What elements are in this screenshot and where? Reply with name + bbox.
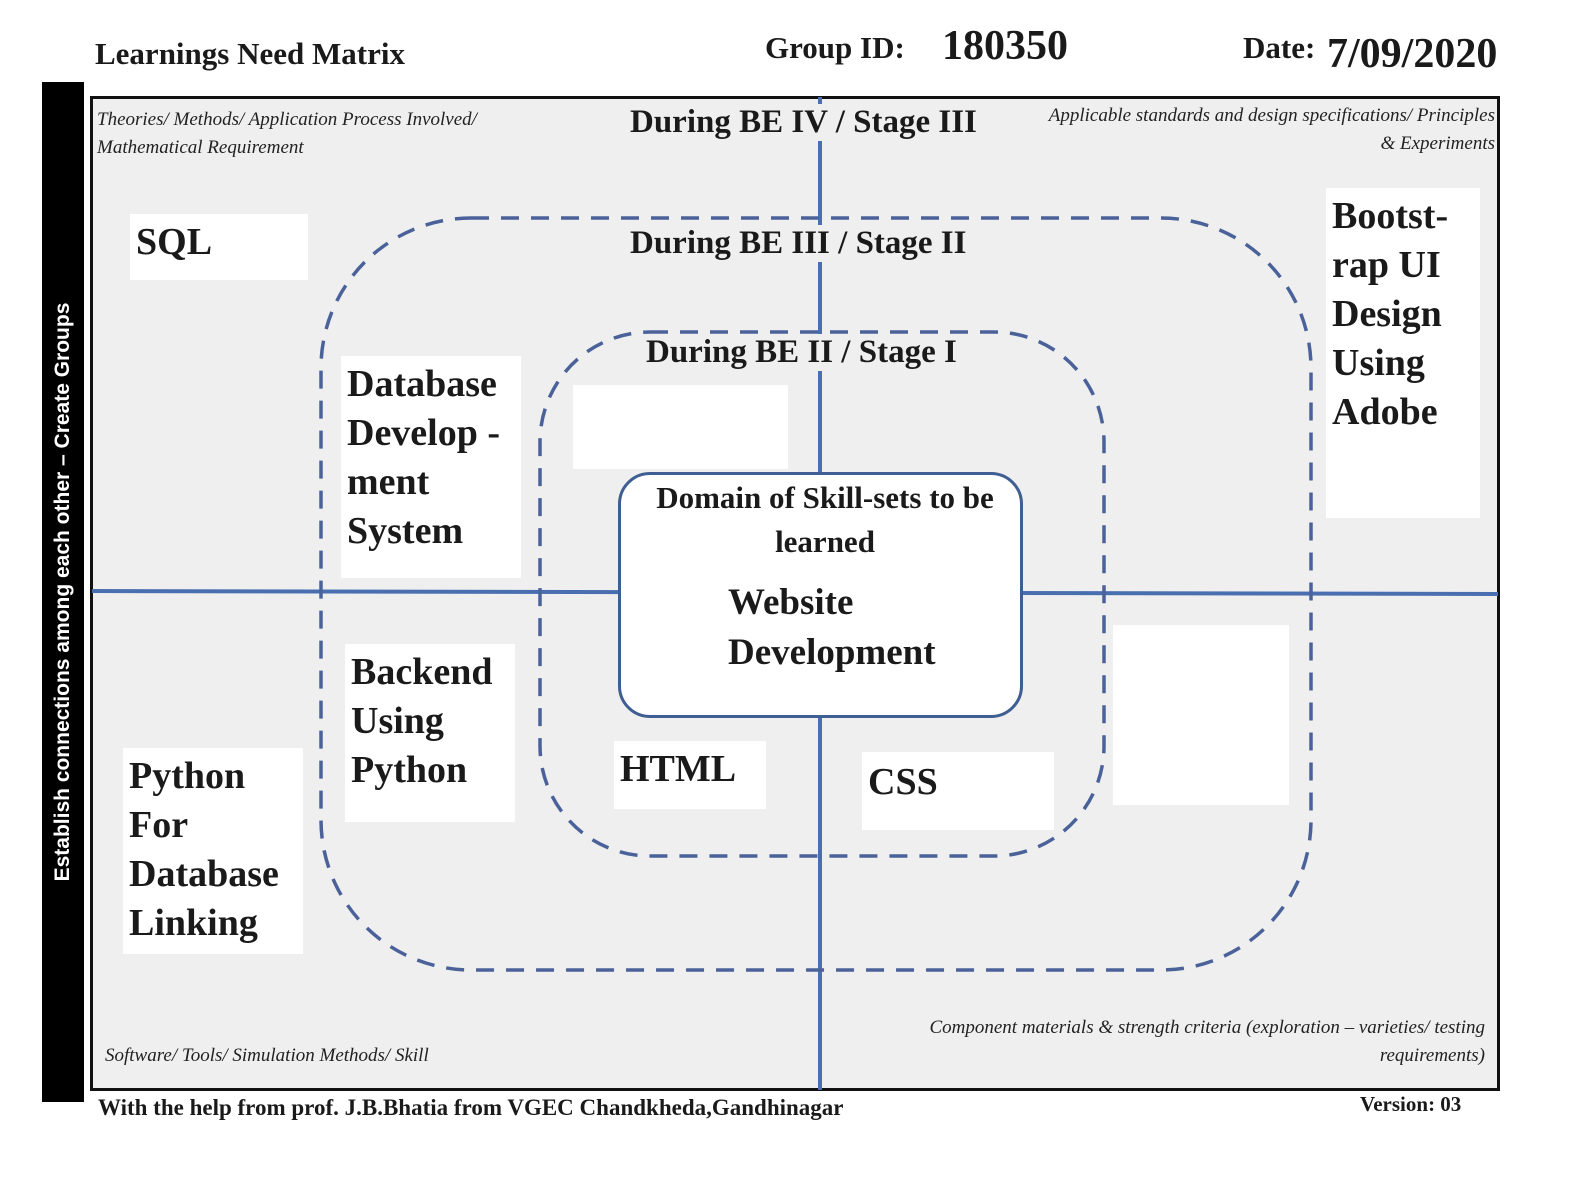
note-top-right: Applicable standards and design specific… bbox=[1048, 105, 1495, 154]
center-domain-box bbox=[618, 472, 1023, 718]
note-top-left: Theories/ Methods/ Application Process I… bbox=[97, 109, 477, 158]
footer-version: Version: 03 bbox=[1360, 1092, 1462, 1116]
inner-dashed-ring bbox=[538, 330, 1106, 858]
center-domain: Website Development bbox=[728, 582, 936, 673]
center-heading: Domain of Skill-sets to be learned bbox=[656, 480, 994, 559]
footer-credit: With the help from prof. J.B.Bhatia from… bbox=[98, 1095, 844, 1120]
outer-dashed-ring bbox=[319, 216, 1313, 972]
skill-python: Python For Database Linking bbox=[123, 748, 303, 954]
stage-inner-label: During BE II / Stage I bbox=[644, 334, 959, 371]
empty-box-inner bbox=[573, 385, 788, 469]
sidebar: Establish connections among each other –… bbox=[42, 82, 84, 1102]
stage-outer-label: During BE IV / Stage III bbox=[628, 104, 979, 141]
skill-html: HTML bbox=[614, 741, 766, 809]
skill-sql: SQL bbox=[130, 214, 308, 280]
date-label: Date: bbox=[1243, 30, 1316, 65]
note-bottom-left: Software/ Tools/ Simulation Methods/ Ski… bbox=[105, 1045, 429, 1066]
page-title: Learnings Need Matrix bbox=[95, 36, 405, 71]
skill-database: Database Develop - ment System bbox=[341, 356, 521, 578]
stage-middle-label: During BE III / Stage II bbox=[628, 225, 969, 262]
skill-css: CSS bbox=[862, 752, 1054, 830]
skill-backend: Backend Using Python bbox=[345, 644, 515, 822]
skill-bootstrap: Bootst- rap UI Design Using Adobe bbox=[1326, 188, 1480, 518]
note-bottom-right: Component materials & strength criteria … bbox=[929, 1017, 1485, 1066]
group-id-label: Group ID: bbox=[765, 30, 905, 65]
date-value: 7/09/2020 bbox=[1327, 31, 1498, 77]
empty-box-right bbox=[1113, 625, 1289, 805]
group-id-value: 180350 bbox=[942, 23, 1068, 69]
